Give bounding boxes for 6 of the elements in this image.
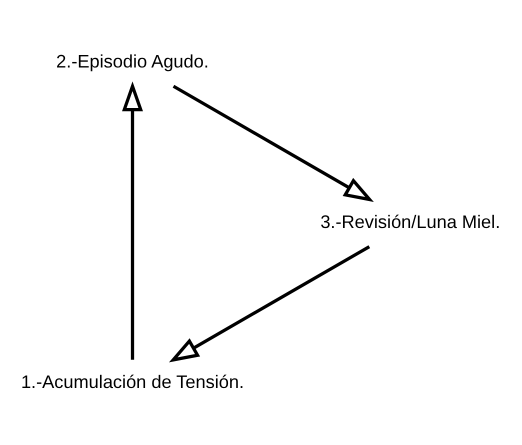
arrow xyxy=(172,84,374,202)
node-text: 1.-Acumulación de Tensión. xyxy=(20,372,244,392)
node-text: 3.-Revisión/Luna Miel. xyxy=(320,211,500,232)
arrow xyxy=(122,80,143,360)
arrow xyxy=(168,244,370,362)
node-text: 2.-Episodio Agudo. xyxy=(56,50,209,71)
